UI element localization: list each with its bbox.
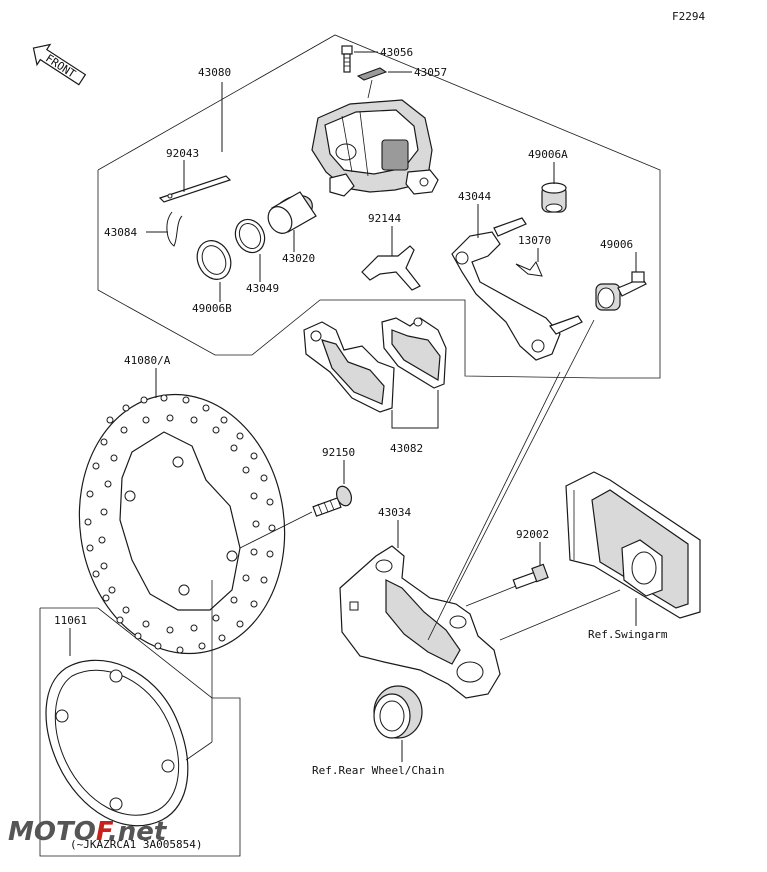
label-43084: 43084 — [104, 226, 137, 239]
front-label: FRONT — [43, 52, 78, 81]
holder-bolt — [512, 563, 549, 590]
label-11061: 11061 — [54, 614, 87, 627]
label-13070: 13070 — [518, 234, 551, 247]
brake-caliper — [311, 99, 439, 197]
label-92144: 92144 — [368, 212, 401, 225]
pad-retainer — [515, 261, 543, 277]
disc-bolt — [312, 485, 353, 517]
ref-swingarm: Ref.Swingarm — [588, 628, 668, 641]
watermark-brand-suffix: .net — [108, 817, 168, 847]
caliper-holder — [339, 545, 501, 699]
label-92150: 92150 — [322, 446, 355, 459]
label-41080A: 41080/A — [124, 354, 171, 367]
piston-seal — [234, 218, 266, 254]
dust-seal — [196, 240, 232, 280]
wheel-collar — [373, 685, 423, 739]
label-49006A: 49006A — [528, 148, 568, 161]
gasket-box-outline — [39, 607, 241, 857]
pin-clip — [166, 211, 183, 247]
caliper-assembly-outline — [97, 34, 661, 379]
boot-large — [595, 271, 647, 311]
bleed-cap — [356, 67, 388, 81]
caliper-bracket — [451, 217, 583, 361]
label-92002: 92002 — [516, 528, 549, 541]
label-43034: 43034 — [378, 506, 411, 519]
label-43056: 43056 — [380, 46, 413, 59]
brake-pads — [303, 317, 447, 413]
label-49006: 49006 — [600, 238, 633, 251]
label-43044: 43044 — [458, 190, 491, 203]
watermark-brand-prefix: MOTO — [8, 817, 96, 847]
pad-spring — [361, 245, 421, 291]
label-92043: 92043 — [166, 147, 199, 160]
boot-small — [541, 182, 567, 213]
label-49006B: 49006B — [192, 302, 232, 315]
caliper-pin — [158, 175, 232, 203]
label-43049: 43049 — [246, 282, 279, 295]
disc-vent-holes — [84, 394, 276, 654]
caliper-piston — [267, 191, 317, 234]
ref-rear-wheel-chain: Ref.Rear Wheel/Chain — [312, 764, 444, 777]
brake-disc — [78, 393, 286, 655]
bleed-valve — [341, 45, 353, 73]
motof-watermark-logo: MOTOF.net — [8, 817, 168, 847]
label-43057: 43057 — [414, 66, 447, 79]
svg-text:MOTOF.net: MOTOF.net — [8, 817, 168, 847]
swingarm-reference — [565, 471, 701, 619]
disc-gasket — [45, 659, 189, 827]
label-43082: 43082 — [390, 442, 423, 455]
diagram-code: F2294 — [672, 10, 705, 23]
serial-note: (~JKAZRCA1 3A005854) — [70, 838, 202, 851]
label-43080: 43080 — [198, 66, 231, 79]
front-arrow-icon: FRONT — [32, 43, 87, 86]
label-43020: 43020 — [282, 252, 315, 265]
